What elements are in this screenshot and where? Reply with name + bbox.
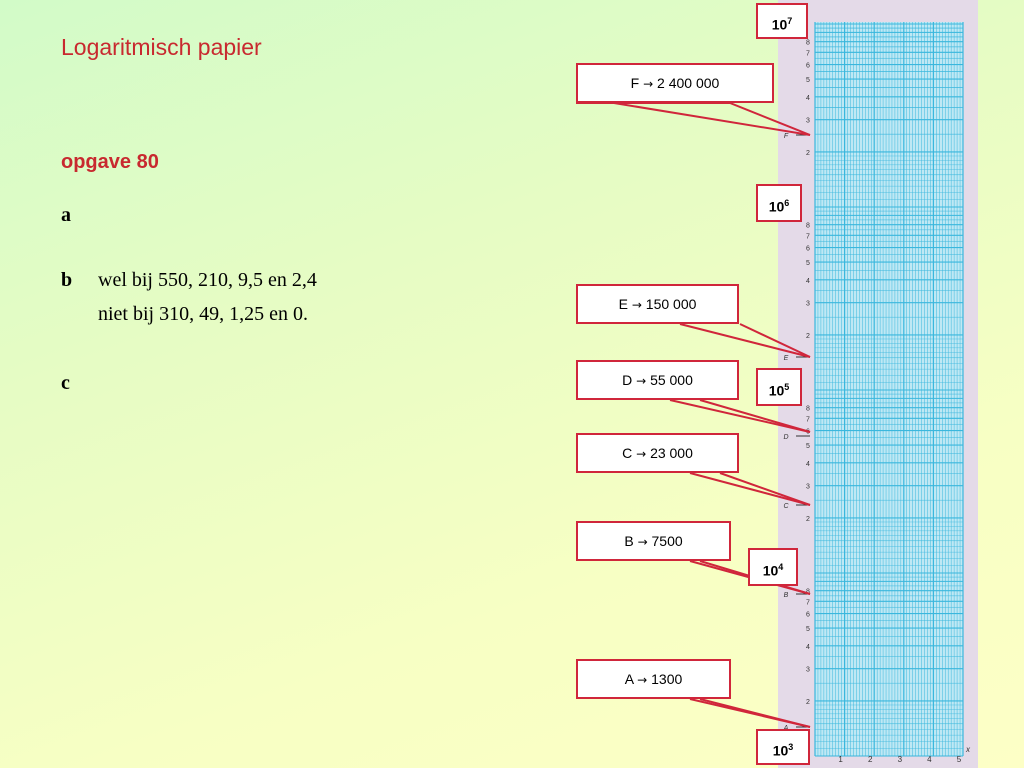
slide-subtitle: opgave 80 — [61, 151, 159, 173]
power-base: 10 — [768, 382, 785, 399]
y-tick-label: 7 — [806, 50, 810, 57]
y-tick-label: 5 — [806, 443, 810, 450]
callout-c-label: C — [622, 445, 633, 461]
y-tick-label: 6 — [806, 246, 810, 253]
callout-leader-line — [719, 472, 811, 506]
right-arrow-icon: → — [637, 535, 648, 549]
y-tick-label: 5 — [806, 260, 810, 267]
y-tick-label: 8 — [806, 40, 810, 47]
callout-f-value: 2 400 000 — [657, 75, 720, 91]
x-tick-label: 5 — [957, 755, 962, 764]
callout-leader-line — [739, 323, 811, 358]
y-tick-label: 3 — [806, 667, 810, 674]
y-tick-label: 3 — [806, 301, 810, 308]
callout-b: B → 7500 — [576, 521, 731, 561]
callout-a: A → 1300 — [576, 659, 731, 699]
x-tick-label: 4 — [927, 755, 932, 764]
y-tick-label: 4 — [806, 644, 810, 651]
callout-leader-line — [576, 102, 811, 136]
question-b-letter: b — [61, 269, 73, 291]
x-tick-label: 2 — [868, 755, 873, 764]
y-tick-label: 2 — [806, 699, 810, 706]
callout-f-label: F — [630, 75, 640, 91]
x-axis-label: x — [965, 745, 971, 754]
x-tick-label: 3 — [898, 755, 903, 764]
y-tick-label: 2 — [806, 516, 810, 523]
y-tick-label: 6 — [806, 63, 810, 70]
right-arrow-icon: → — [643, 77, 654, 91]
y-tick-label: 8 — [806, 589, 810, 596]
question-a-letter: a — [61, 204, 71, 226]
callout-leader-line — [669, 399, 811, 433]
callout-d: D → 55 000 — [576, 360, 739, 400]
right-arrow-icon: → — [636, 447, 647, 461]
callout-b-label: B — [624, 533, 634, 549]
power-exponent: 6 — [784, 198, 790, 208]
y-tick-label: 2 — [806, 333, 810, 340]
power-base: 10 — [772, 742, 789, 759]
point-label: B — [784, 592, 789, 599]
slide-title: Logaritmisch papier — [61, 34, 262, 60]
x-tick-label: 1 — [838, 755, 843, 764]
y-tick-label: 5 — [806, 77, 810, 84]
y-tick-label: 8 — [806, 406, 810, 413]
callout-c-value: 23 000 — [650, 445, 693, 461]
point-label: F — [784, 133, 789, 140]
power-base: 10 — [771, 16, 788, 33]
y-tick-label: 4 — [806, 95, 810, 102]
right-arrow-icon: → — [636, 374, 647, 388]
power-label-10-4: 104 — [748, 548, 798, 586]
question-b-line-2: niet bij 310, 49, 1,25 en 0. — [98, 303, 308, 325]
callout-e-label: E — [618, 296, 628, 312]
callout-leader-line — [699, 698, 811, 728]
point-label: A — [783, 725, 789, 732]
point-label: D — [783, 434, 788, 441]
y-tick-label: 4 — [806, 461, 810, 468]
callout-e: E → 150 000 — [576, 284, 739, 324]
y-tick-label: 5 — [806, 626, 810, 633]
power-label-10-3: 103 — [756, 729, 810, 765]
y-tick-label: 7 — [806, 233, 810, 240]
y-tick-label: 3 — [806, 484, 810, 491]
power-exponent: 3 — [788, 742, 794, 752]
power-base: 10 — [762, 562, 779, 579]
y-tick-label: 7 — [806, 416, 810, 423]
power-base: 10 — [768, 198, 785, 215]
power-label-10-5: 105 — [756, 368, 802, 406]
power-label-10-7: 107 — [756, 3, 808, 39]
point-label: E — [784, 355, 789, 362]
y-tick-label: 8 — [806, 223, 810, 230]
callout-leader-line — [679, 323, 811, 358]
point-label: C — [783, 503, 789, 510]
right-arrow-icon: → — [631, 298, 642, 312]
callout-c: C → 23 000 — [576, 433, 739, 473]
power-exponent: 4 — [778, 562, 784, 572]
power-exponent: 7 — [787, 16, 793, 26]
callout-a-value: 1300 — [651, 671, 683, 687]
right-arrow-icon: → — [637, 673, 648, 687]
question-b-line-1: wel bij 550, 210, 9,5 en 2,4 — [98, 269, 317, 291]
callout-e-value: 150 000 — [645, 296, 697, 312]
y-tick-label: 4 — [806, 278, 810, 285]
callout-d-value: 55 000 — [650, 372, 693, 388]
callout-f: F → 2 400 000 — [576, 63, 774, 103]
callout-leader-line — [613, 102, 811, 136]
callout-a-label: A — [624, 671, 634, 687]
power-exponent: 5 — [784, 382, 790, 392]
y-tick-label: 7 — [806, 599, 810, 606]
callout-d-label: D — [622, 372, 633, 388]
question-c-letter: c — [61, 372, 70, 394]
callout-leader-line — [699, 399, 811, 433]
power-label-10-6: 106 — [756, 184, 802, 222]
y-tick-label: 3 — [806, 118, 810, 125]
y-tick-label: 2 — [806, 150, 810, 157]
callout-leader-line — [689, 472, 811, 506]
y-tick-label: 6 — [806, 612, 810, 619]
callout-b-value: 7500 — [651, 533, 683, 549]
